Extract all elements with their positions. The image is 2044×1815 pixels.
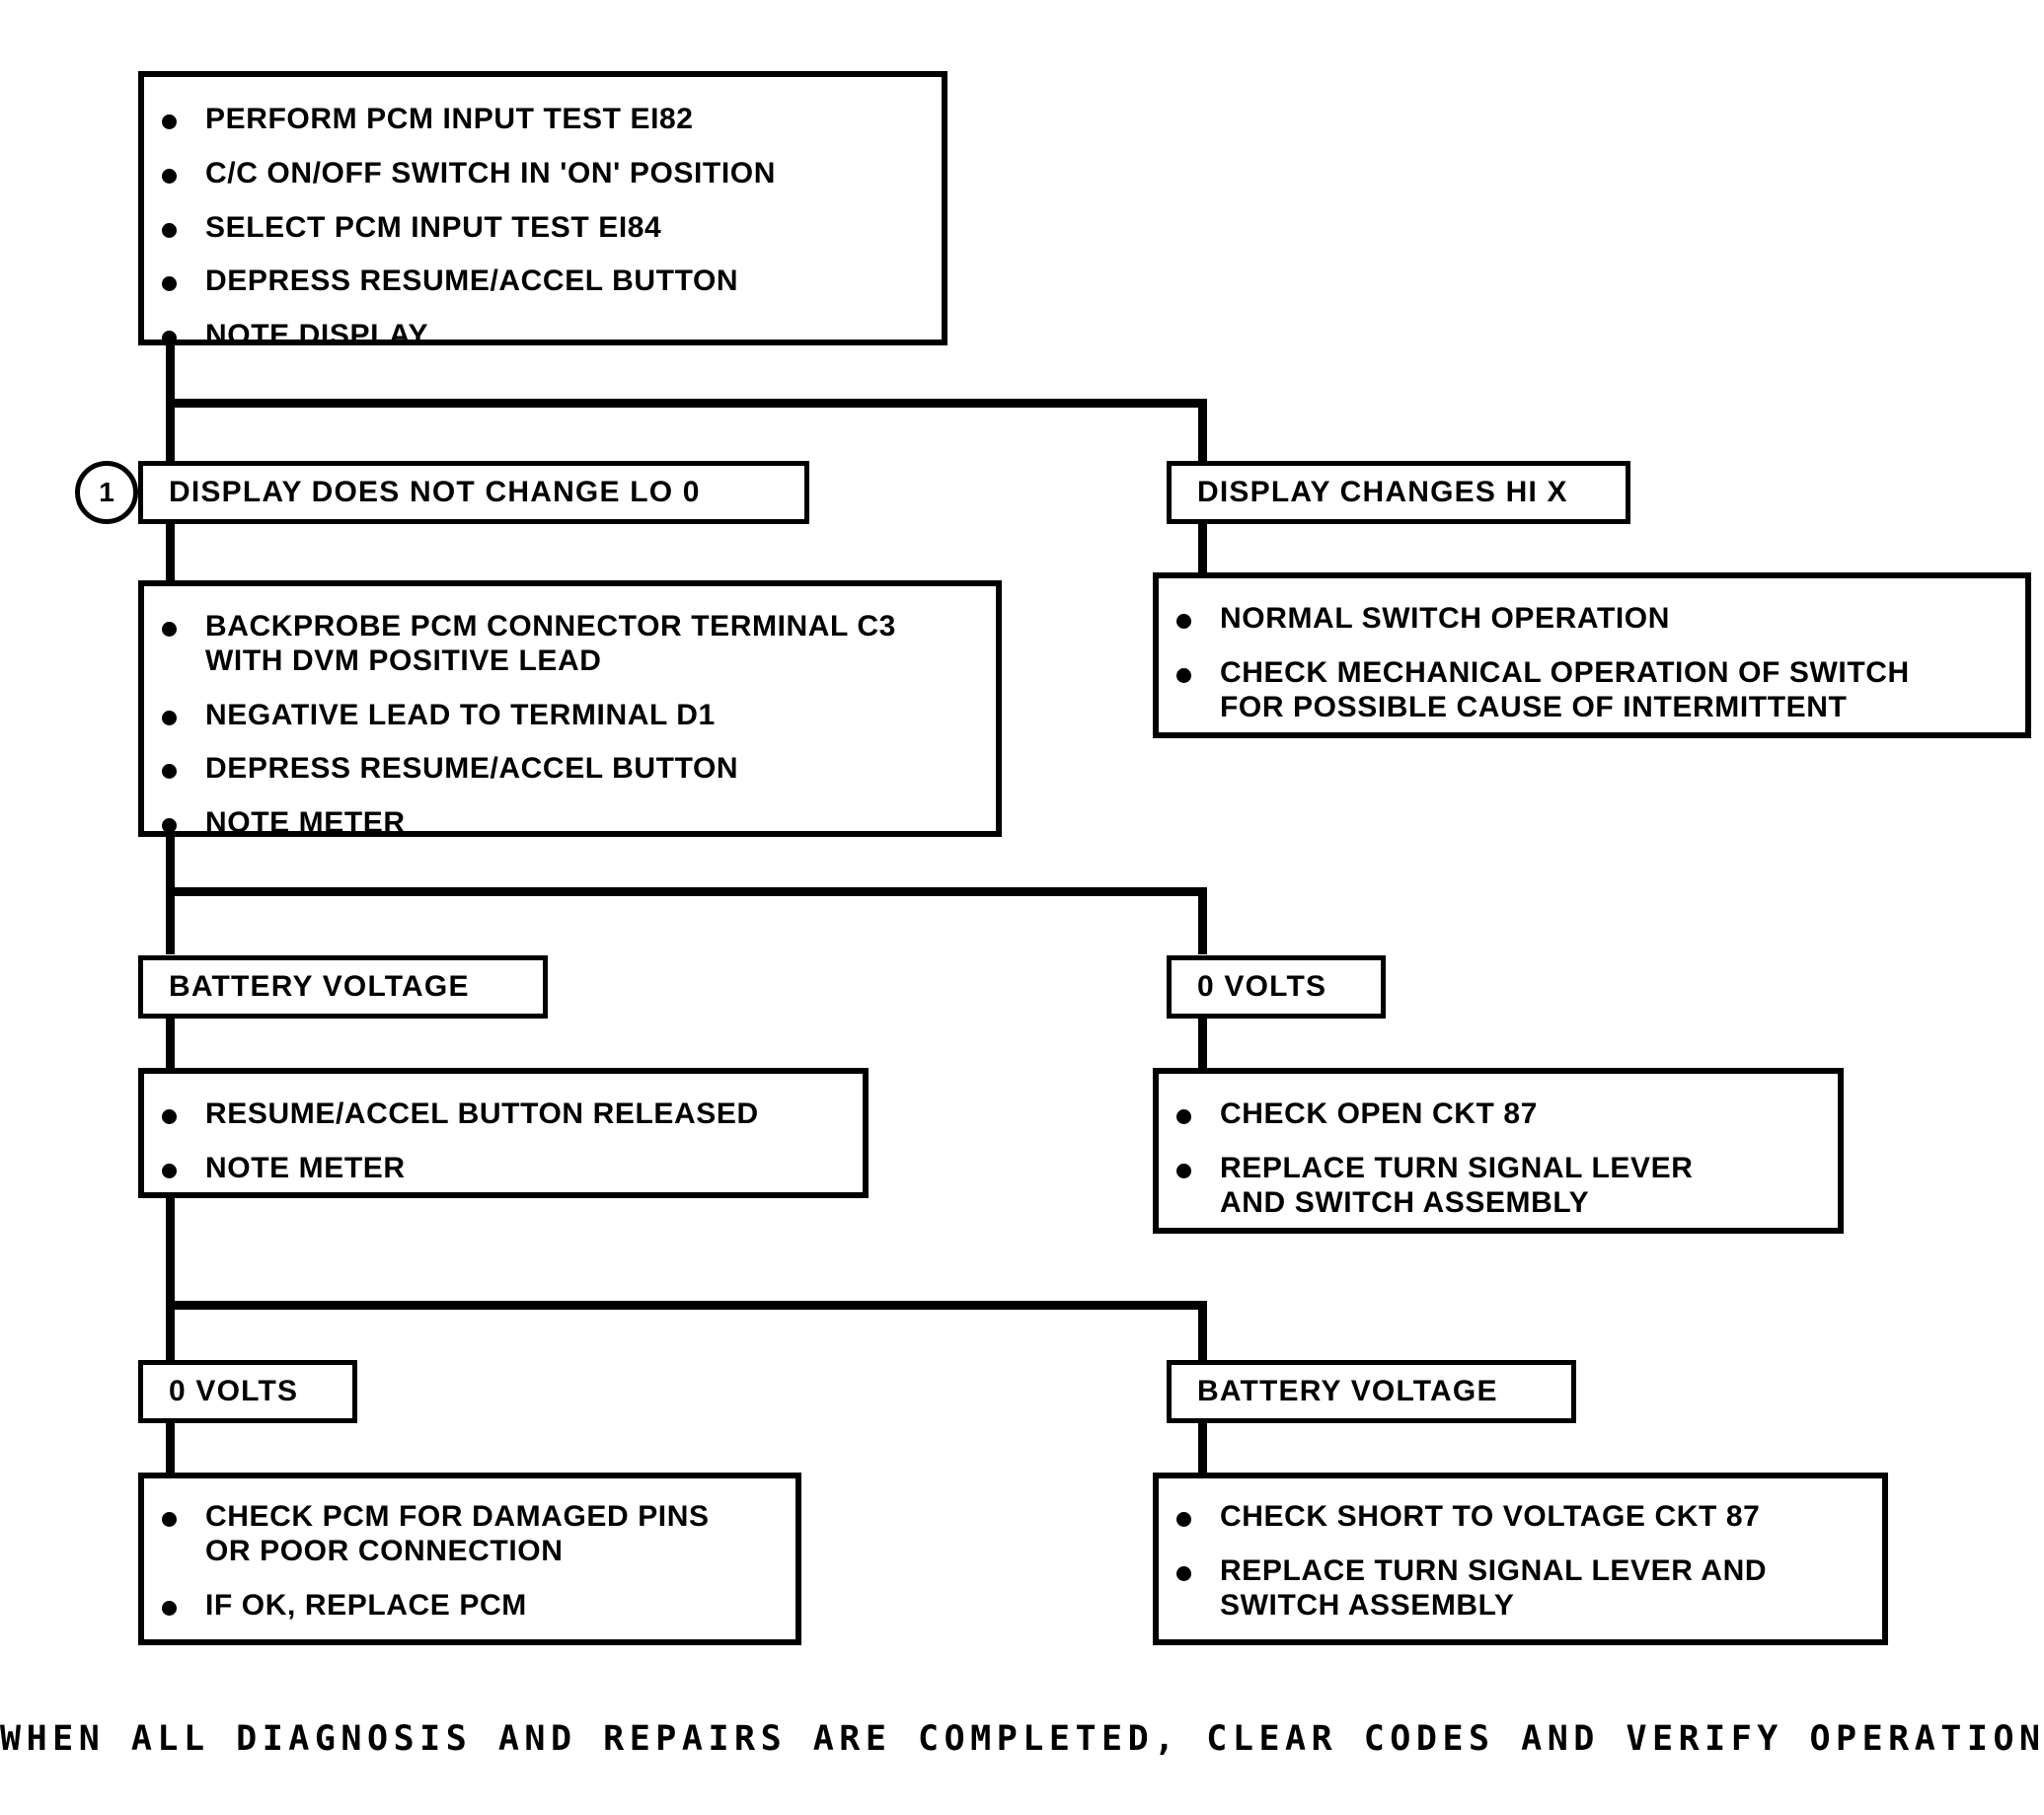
branch-label: 0 VOLTS [169,1375,299,1407]
node-branch-battery-voltage-1[interactable]: BATTERY VOLTAGE [138,955,548,1019]
connector-zero-1-down [1198,1019,1207,1070]
reference-marker-label: 1 [99,477,114,507]
released-steps-list: RESUME/ACCEL BUTTON RELEASED NOTE METER [144,1097,863,1186]
connector-changes-down [1198,521,1207,582]
node-pcm-damage-result[interactable]: CHECK PCM FOR DAMAGED PINS OR POOR CONNE… [138,1473,801,1645]
connector-battery-1-down [166,1019,175,1070]
start-steps-list: PERFORM PCM INPUT TEST EI82 C/C ON/OFF S… [144,103,942,353]
node-normal-switch-result[interactable]: NORMAL SWITCH OPERATION CHECK MECHANICAL… [1153,572,2031,738]
list-item: NEGATIVE LEAD TO TERMINAL D1 [144,699,996,733]
connector-split-bar-1 [166,399,1207,408]
list-item: NOTE METER [144,1152,863,1186]
node-short-voltage-result[interactable]: CHECK SHORT TO VOLTAGE CKT 87 REPLACE TU… [1153,1473,1888,1645]
node-branch-display-no-change[interactable]: DISPLAY DOES NOT CHANGE LO 0 [138,461,809,524]
pcm-damage-list: CHECK PCM FOR DAMAGED PINS OR POOR CONNE… [144,1500,795,1623]
list-item: REPLACE TURN SIGNAL LEVER AND SWITCH ASS… [1159,1152,1838,1221]
node-backprobe-steps[interactable]: BACKPROBE PCM CONNECTOR TERMINAL C3 WITH… [138,580,1002,839]
branch-label: 0 VOLTS [1197,970,1327,1003]
list-item: BACKPROBE PCM CONNECTOR TERMINAL C3 WITH… [144,610,996,679]
connector-no-change-down [166,521,175,582]
list-item: DEPRESS RESUME/ACCEL BUTTON [144,265,942,299]
footer-note: WHEN ALL DIAGNOSIS AND REPAIRS ARE COMPL… [0,1719,2044,1759]
backprobe-steps-list: BACKPROBE PCM CONNECTOR TERMINAL C3 WITH… [144,610,996,841]
list-item: C/C ON/OFF SWITCH IN 'ON' POSITION [144,157,942,191]
branch-label: DISPLAY DOES NOT CHANGE LO 0 [169,476,701,508]
connector-released-down [166,1196,175,1310]
connector-split-bar-2 [166,887,1207,896]
node-start-steps[interactable]: PERFORM PCM INPUT TEST EI82 C/C ON/OFF S… [138,71,947,351]
list-item: NOTE METER [144,806,996,841]
node-branch-battery-voltage-2[interactable]: BATTERY VOLTAGE [1167,1360,1576,1423]
branch-label: BATTERY VOLTAGE [169,970,470,1003]
reference-marker-1: 1 [75,461,138,524]
list-item: PERFORM PCM INPUT TEST EI82 [144,103,942,137]
list-item: DEPRESS RESUME/ACCEL BUTTON [144,752,996,787]
node-open-ckt-result[interactable]: CHECK OPEN CKT 87 REPLACE TURN SIGNAL LE… [1153,1068,1844,1234]
node-released-steps[interactable]: RESUME/ACCEL BUTTON RELEASED NOTE METER [138,1068,869,1198]
branch-label: BATTERY VOLTAGE [1197,1375,1498,1407]
list-item: RESUME/ACCEL BUTTON RELEASED [144,1097,863,1132]
connector-battery-2-down [1198,1423,1207,1475]
list-item: CHECK MECHANICAL OPERATION OF SWITCH FOR… [1159,656,2025,725]
connector-split-right-1 [1198,399,1207,463]
node-branch-zero-volts-2[interactable]: 0 VOLTS [138,1360,357,1423]
node-branch-zero-volts-1[interactable]: 0 VOLTS [1167,955,1386,1019]
node-branch-display-changes[interactable]: DISPLAY CHANGES HI X [1167,461,1630,524]
connector-split-left-3 [166,1301,175,1362]
connector-split-left-2 [166,887,175,954]
connector-start-down [166,343,175,407]
list-item: CHECK PCM FOR DAMAGED PINS OR POOR CONNE… [144,1500,795,1569]
connector-zero-2-down [166,1423,175,1475]
connector-split-right-3 [1198,1301,1207,1362]
list-item: REPLACE TURN SIGNAL LEVER AND SWITCH ASS… [1159,1554,1882,1624]
list-item: SELECT PCM INPUT TEST EI84 [144,211,942,246]
connector-backprobe-down [166,834,175,895]
connector-split-left-1 [166,399,175,463]
connector-split-right-2 [1198,887,1207,954]
list-item: CHECK SHORT TO VOLTAGE CKT 87 [1159,1500,1882,1535]
normal-switch-list: NORMAL SWITCH OPERATION CHECK MECHANICAL… [1159,602,2025,724]
connector-split-bar-3 [166,1301,1207,1310]
list-item: NORMAL SWITCH OPERATION [1159,602,2025,637]
list-item: NOTE DISPLAY [144,319,942,353]
open-ckt-list: CHECK OPEN CKT 87 REPLACE TURN SIGNAL LE… [1159,1097,1838,1220]
list-item: IF OK, REPLACE PCM [144,1589,795,1624]
short-voltage-list: CHECK SHORT TO VOLTAGE CKT 87 REPLACE TU… [1159,1500,1882,1623]
list-item: CHECK OPEN CKT 87 [1159,1097,1838,1132]
branch-label: DISPLAY CHANGES HI X [1197,476,1568,508]
